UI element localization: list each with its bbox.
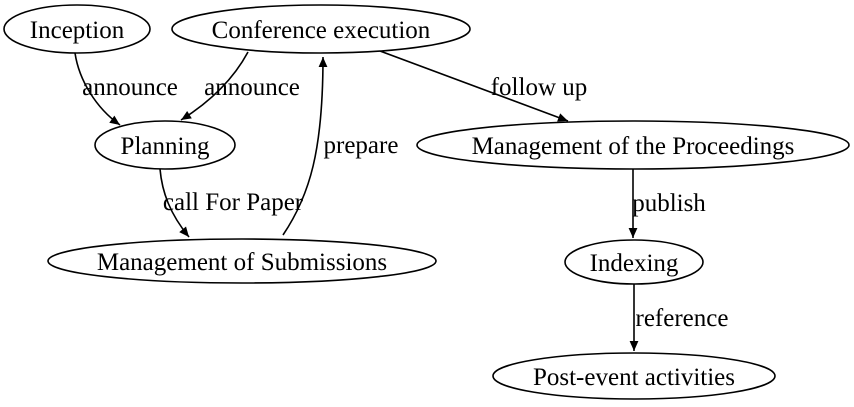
- node-planning-ellipse: [94, 120, 236, 170]
- edge-label-call-for-paper: call For Paper: [163, 189, 304, 216]
- node-management-of-submissions: Management of Submissions: [47, 238, 437, 284]
- node-inception-ellipse: [3, 4, 151, 54]
- node-indexing-ellipse: [564, 239, 704, 285]
- node-management-of-the-proceedings: Management of the Proceedings: [416, 120, 850, 170]
- edge-label-layer: announce announce call For Paper prepare…: [82, 74, 728, 332]
- node-inception: Inception: [3, 4, 151, 54]
- node-inception-label: Inception: [30, 17, 125, 44]
- node-conference-execution: Conference execution: [171, 4, 471, 54]
- edge-layer: [74, 50, 639, 351]
- node-post-event-activities-label: Post-event activities: [533, 364, 735, 391]
- edge-planning-to-management-of-submissions: [159, 168, 190, 238]
- edge-label-announce-1: announce: [82, 74, 178, 101]
- node-planning: Planning: [94, 120, 236, 170]
- node-post-event-activities-ellipse: [492, 352, 776, 400]
- edge-label-follow-up: follow up: [491, 74, 588, 101]
- edge-label-announce-2: announce: [204, 74, 300, 101]
- node-conference-execution-ellipse: [171, 4, 471, 54]
- node-planning-label: Planning: [121, 133, 210, 160]
- edge-management-of-submissions-to-conference-execution: [282, 56, 328, 236]
- node-conference-execution-label: Conference execution: [212, 17, 431, 44]
- node-indexing-label: Indexing: [590, 250, 679, 277]
- node-indexing: Indexing: [564, 239, 704, 285]
- edge-conference-execution-to-management-of-the-proceedings: [379, 50, 569, 122]
- edge-label-reference: reference: [636, 305, 729, 332]
- edge-label-prepare: prepare: [324, 132, 399, 159]
- node-management-of-submissions-label: Management of Submissions: [97, 249, 387, 276]
- node-management-of-the-proceedings-ellipse: [416, 120, 850, 170]
- node-management-of-submissions-ellipse: [47, 238, 437, 284]
- edge-conference-execution-to-planning: [180, 51, 249, 121]
- edge-inception-to-planning: [74, 52, 121, 126]
- edge-label-publish: publish: [632, 190, 706, 217]
- node-post-event-activities: Post-event activities: [492, 352, 776, 400]
- node-management-of-the-proceedings-label: Management of the Proceedings: [472, 133, 795, 160]
